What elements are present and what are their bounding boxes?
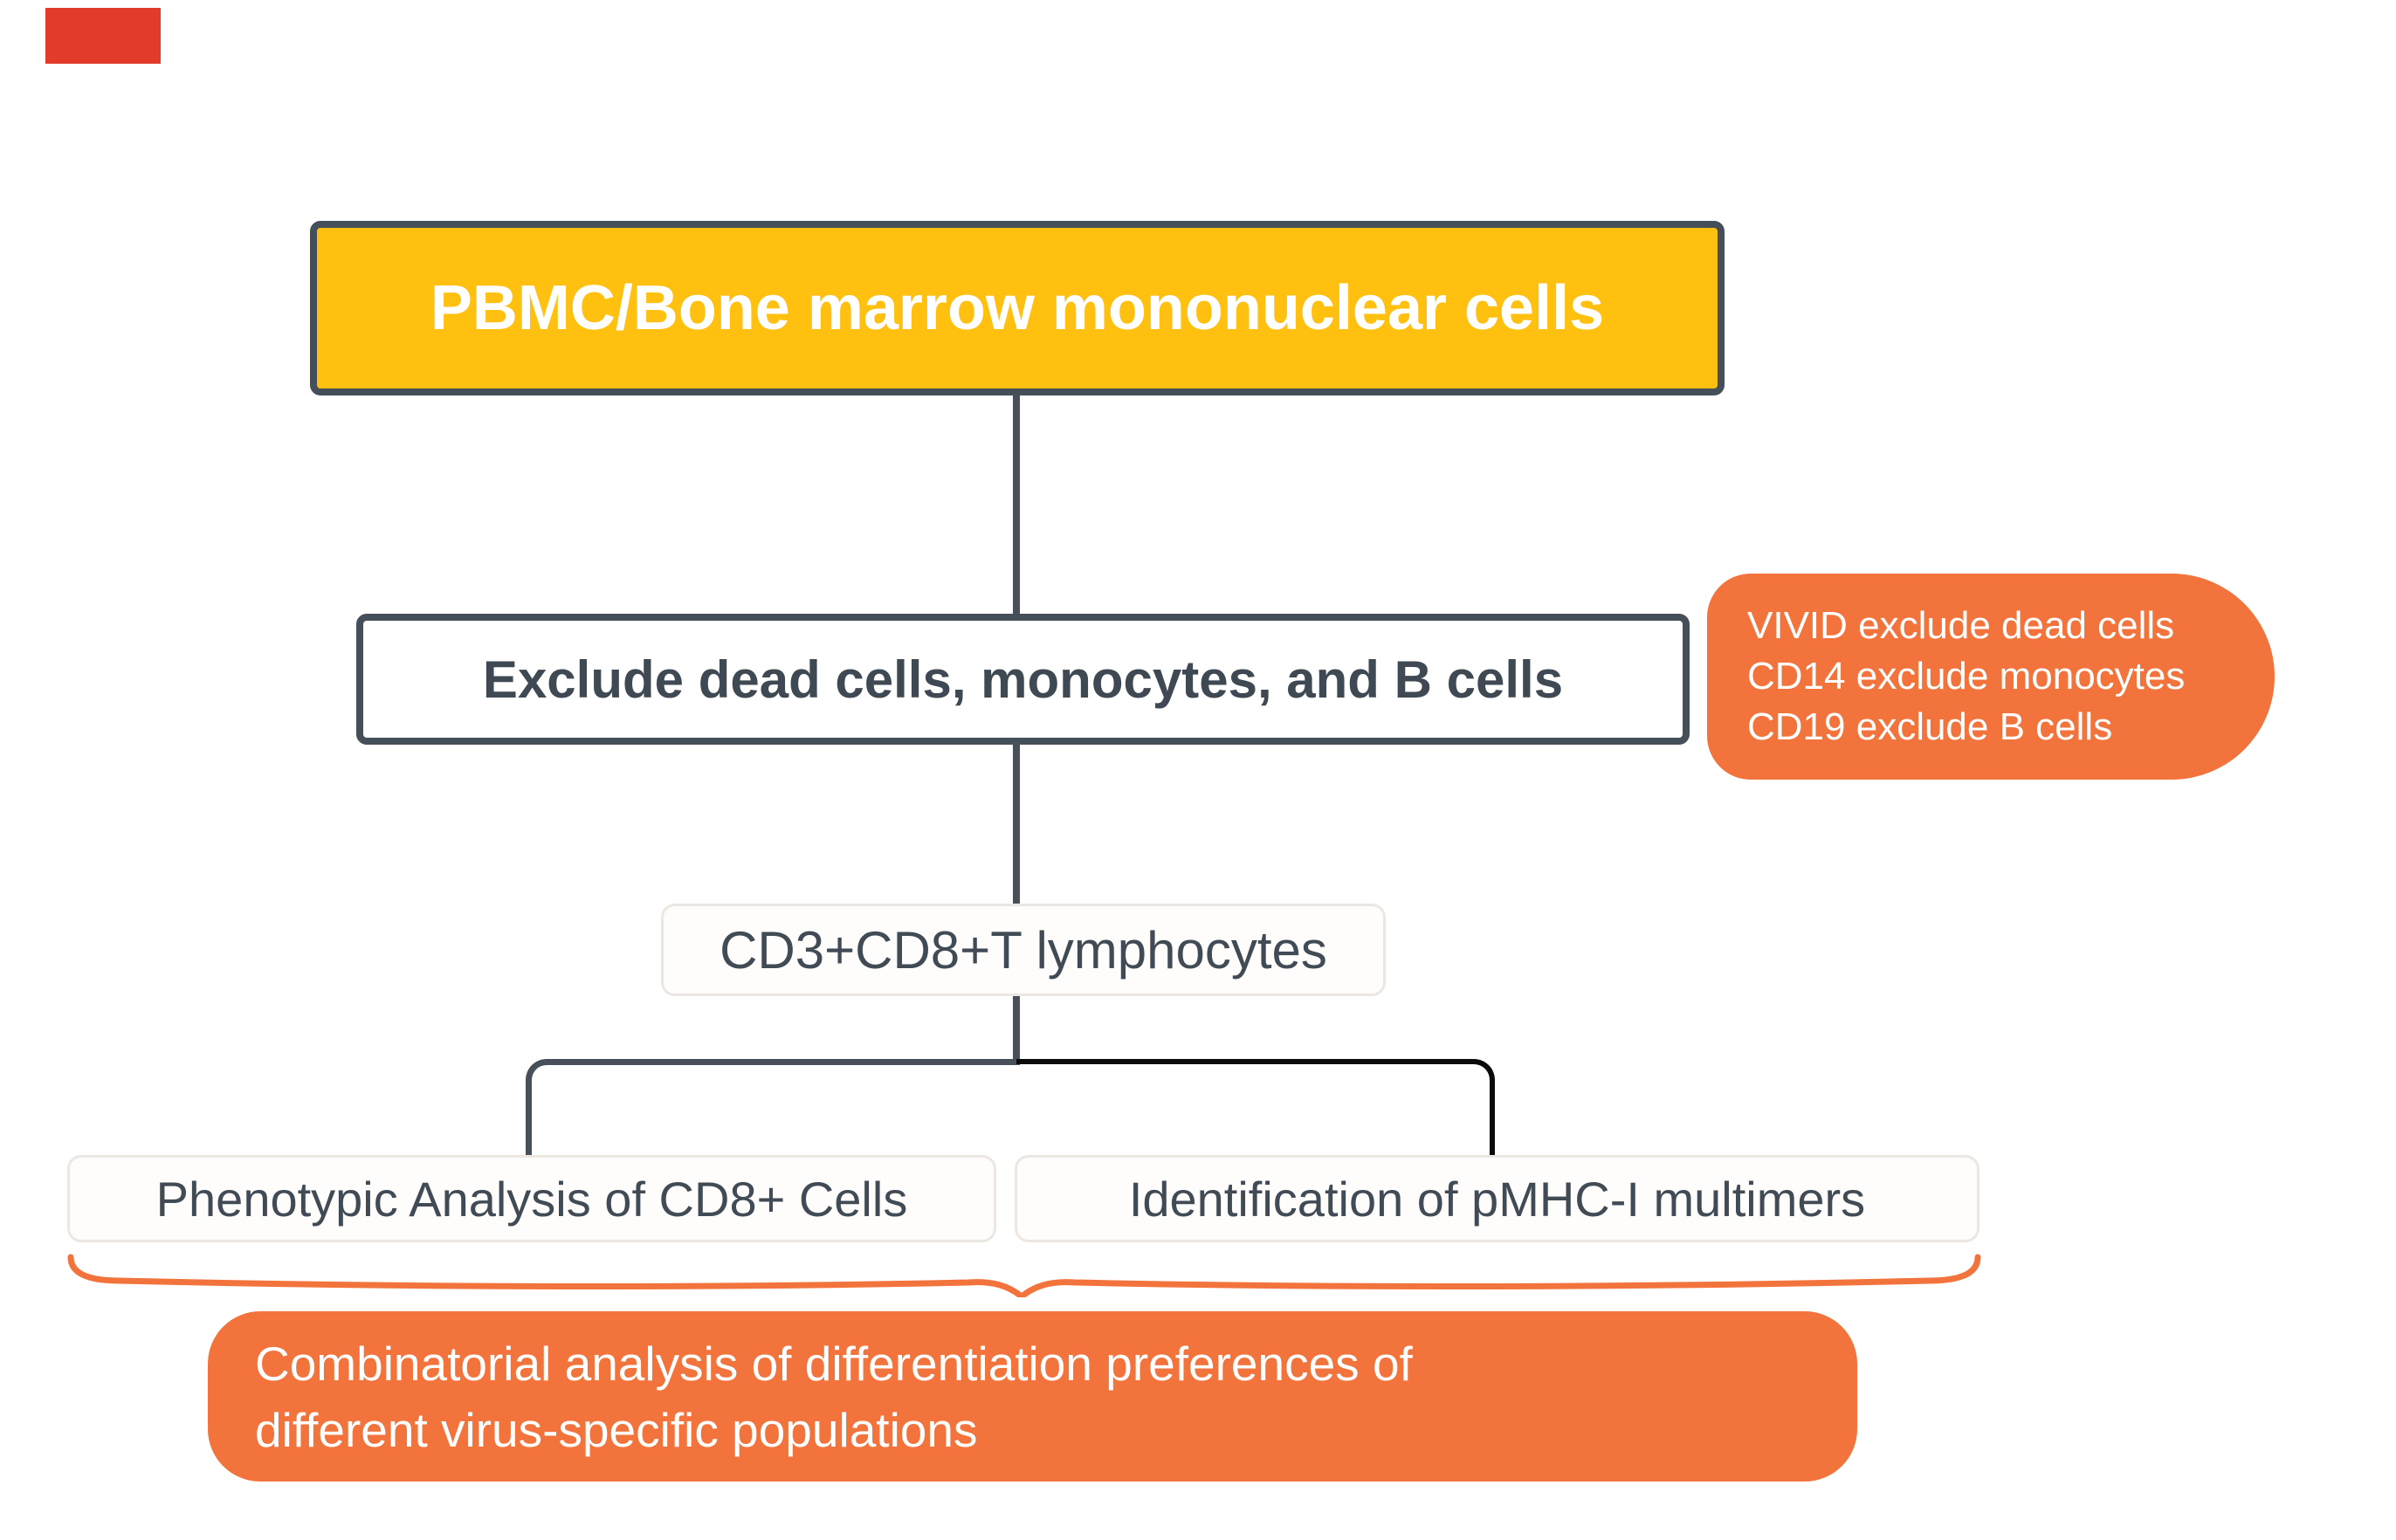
curly-brace	[65, 1254, 1983, 1300]
connector-cd3-branch	[1013, 996, 1020, 1065]
node-identification-label: Identification of pMHC-I multimers	[1128, 1171, 1866, 1227]
node-phenotypic-label: Phenotypic Analysis of CD8+ Cells	[155, 1171, 908, 1227]
node-combinatorial-line2: different virus-specific populations	[255, 1402, 978, 1457]
callout-line-cd19: CD19 exclude B cells	[1747, 705, 2113, 748]
node-combinatorial: Combinatorial analysis of differentiatio…	[208, 1311, 1857, 1482]
branch-connector-right	[1016, 1059, 1495, 1155]
node-phenotypic: Phenotypic Analysis of CD8+ Cells	[67, 1155, 996, 1242]
callout-line-vivid: VIVID exclude dead cells	[1747, 604, 2175, 647]
node-pbmc-label: PBMC/Bone marrow mononuclear cells	[430, 273, 1605, 343]
node-combinatorial-line1: Combinatorial analysis of differentiatio…	[255, 1336, 1413, 1391]
corner-marker	[45, 8, 161, 64]
node-exclude-label: Exclude dead cells, monocytes, and B cel…	[482, 650, 1564, 709]
callout-line-cd14: CD14 exclude monocytes	[1747, 655, 2186, 698]
branch-connector-left	[526, 1059, 1016, 1155]
node-cd3-label: CD3+CD8+T lymphocytes	[719, 920, 1327, 980]
node-identification: Identification of pMHC-I multimers	[1015, 1155, 1979, 1242]
connector-exclude-cd3	[1013, 742, 1020, 906]
curly-brace-path	[67, 1254, 1981, 1300]
node-exclude: Exclude dead cells, monocytes, and B cel…	[356, 614, 1690, 745]
connector-pbmc-exclude	[1013, 393, 1020, 616]
node-pbmc: PBMC/Bone marrow mononuclear cells	[310, 221, 1725, 395]
node-cd3: CD3+CD8+T lymphocytes	[661, 904, 1386, 996]
callout-exclusion-markers: VIVID exclude dead cells CD14 exclude mo…	[1707, 574, 2275, 780]
